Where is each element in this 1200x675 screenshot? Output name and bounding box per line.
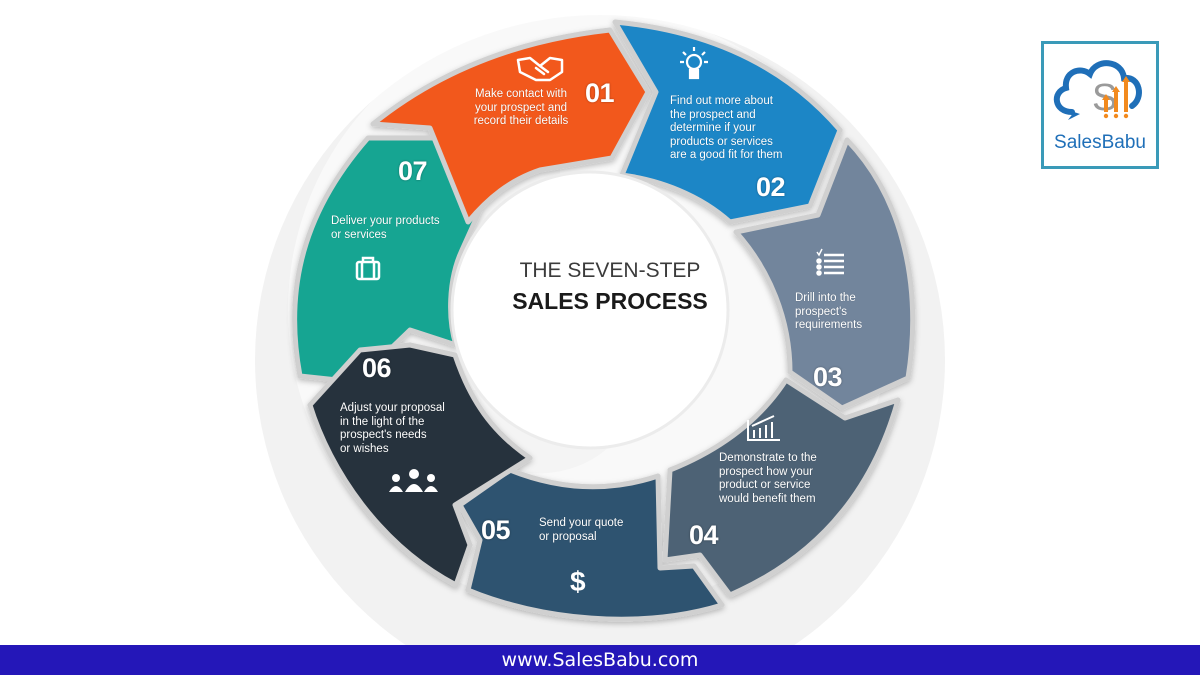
suitcase-icon xyxy=(355,256,381,281)
seven-step-sales-process-diagram: 01 Make contact with your prospect and r… xyxy=(255,15,945,645)
step-05-number: 05 xyxy=(481,515,511,545)
text-line: are a good fit for them xyxy=(670,149,783,161)
process-ring xyxy=(255,15,945,645)
step-04-segment xyxy=(662,377,901,598)
text-line: Demonstrate to the xyxy=(719,452,817,464)
salesbabu-logo[interactable]: S SalesBabu xyxy=(1041,41,1159,169)
center-circle xyxy=(452,172,728,448)
text-line: Make contact with xyxy=(474,88,568,100)
text-line: would benefit them xyxy=(719,492,816,505)
text-line: or proposal xyxy=(539,530,597,543)
text-line: your prospect and xyxy=(474,101,568,114)
text-line: prospect's needs xyxy=(340,429,427,441)
text-line: Find out more about xyxy=(670,95,773,107)
text-line: or wishes xyxy=(340,442,389,455)
website-link[interactable]: www.SalesBabu.com xyxy=(501,649,699,671)
step-07-segment xyxy=(292,135,483,385)
text-line: determine if your xyxy=(670,122,756,134)
diagram-title-line1: THE SEVEN-STEP xyxy=(519,259,701,282)
step-01-text: Make contact with your prospect and reco… xyxy=(461,88,581,129)
text-line: Send your quote xyxy=(539,517,624,529)
text-line: products or services xyxy=(670,135,773,148)
step-07-text: Deliver your products or services xyxy=(331,215,461,242)
step-01-number: 01 xyxy=(585,78,615,108)
logo-brand-name: SalesBabu xyxy=(1054,132,1146,153)
text-line: prospect's xyxy=(795,305,848,318)
checklist-icon xyxy=(816,248,844,276)
diagram-title-line2: SALES PROCESS xyxy=(512,288,708,314)
step-04-text: Demonstrate to the prospect how your pro… xyxy=(719,452,849,506)
step-03-number: 03 xyxy=(813,362,843,392)
step-02-segment xyxy=(612,19,843,225)
people-icon xyxy=(389,469,438,492)
text-line: record their details xyxy=(473,115,569,127)
step-05-text: Send your quote or proposal xyxy=(539,517,649,544)
step-05-segment xyxy=(457,467,725,622)
dollar-icon: $ xyxy=(570,566,586,597)
step-04-number: 04 xyxy=(689,520,719,550)
step-06-segment xyxy=(307,342,533,588)
text-line: the prospect and xyxy=(670,108,756,121)
step-02-text: Find out more about the prospect and det… xyxy=(670,95,810,163)
step-03-text: Drill into the prospect's requirements xyxy=(795,292,885,333)
text-line: Adjust your proposal xyxy=(340,402,445,414)
lightbulb-icon xyxy=(680,47,708,80)
step-01-segment xyxy=(370,27,651,225)
text-line: product or service xyxy=(719,479,811,491)
text-line: in the light of the xyxy=(340,415,425,428)
text-line: or services xyxy=(331,228,387,241)
step-06-number: 06 xyxy=(362,353,392,383)
handshake-icon xyxy=(516,56,564,82)
cloud-chart-icon: S xyxy=(1054,60,1142,120)
text-line: prospect how your xyxy=(719,465,813,478)
bar-chart-icon xyxy=(747,415,780,441)
step-07-number: 07 xyxy=(398,156,428,186)
step-06-text: Adjust your proposal in the light of the… xyxy=(340,402,470,456)
footer-bar: www.SalesBabu.com xyxy=(0,645,1200,675)
text-line: requirements xyxy=(795,319,863,331)
text-line: Drill into the xyxy=(795,292,856,304)
step-02-number: 02 xyxy=(756,172,786,202)
text-line: Deliver your products xyxy=(331,215,440,227)
